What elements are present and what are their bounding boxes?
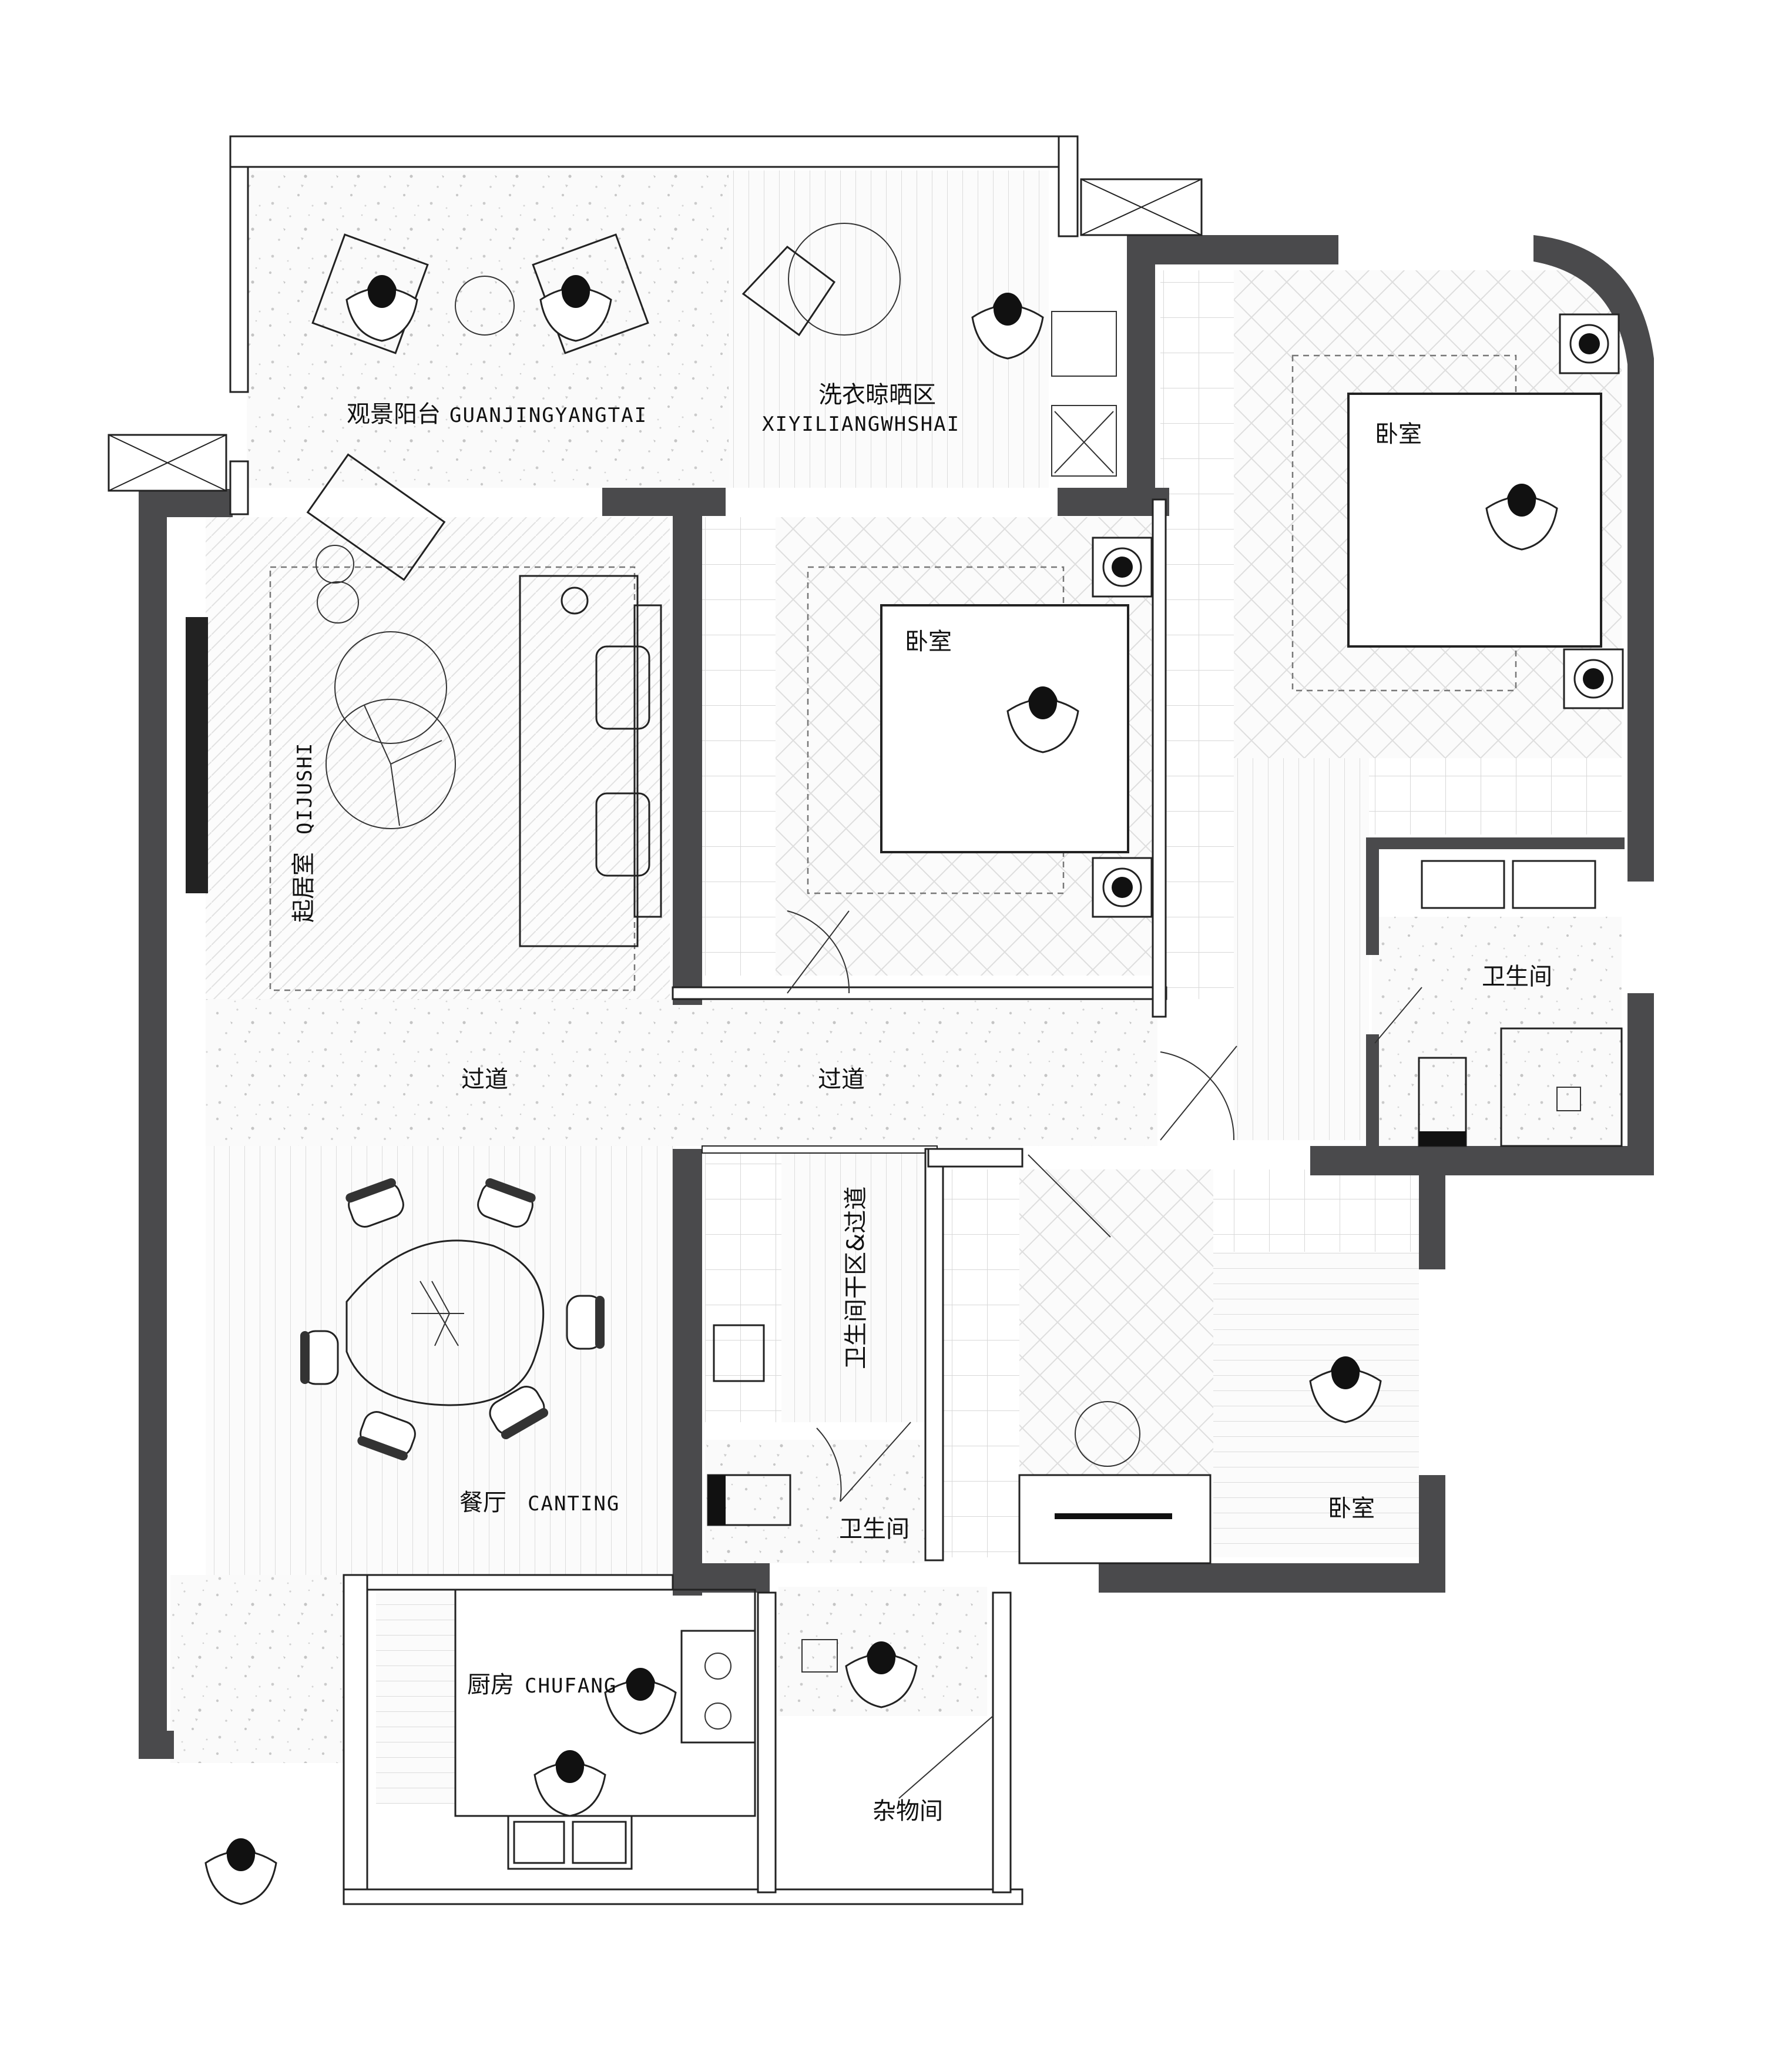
label-kitchen-cn: 厨房 — [467, 1671, 514, 1698]
label-bathroom-center: 卫生间 — [839, 1516, 910, 1543]
label-corridor-right: 过道 — [818, 1066, 865, 1093]
walls — [108, 135, 1654, 1905]
label-laundry-en: XIYILIANGWHSHAI — [762, 413, 960, 436]
label-laundry-cn: 洗衣晾晒区 — [818, 381, 936, 408]
label-dining-en: CANTING — [528, 1492, 620, 1516]
label-living-en: QIJUSHI — [293, 742, 317, 835]
label-balcony-cn: 观景阳台 — [347, 401, 441, 428]
label-corridor-left: 过道 — [461, 1066, 508, 1093]
label-balcony-en: GUANJINGYANGTAI — [449, 404, 647, 427]
furniture — [186, 223, 1624, 1905]
label-storage: 杂物间 — [872, 1798, 943, 1825]
label-bedroom-middle: 卧室 — [905, 628, 952, 655]
label-dining-cn: 餐厅 — [459, 1489, 506, 1516]
label-bedroom-lower: 卧室 — [1328, 1495, 1375, 1522]
label-bedroom-right: 卧室 — [1375, 421, 1422, 448]
label-living-cn: 起居室 — [290, 852, 317, 923]
label-kitchen-en: CHUFANG — [525, 1674, 617, 1698]
room-labels: 观景阳台 GUANJINGYANGTAI 洗衣晾晒区 XIYILIANGWHSH… — [290, 381, 1552, 1825]
label-bath-dry-corridor: 卫生间干区&过道 — [843, 1187, 870, 1369]
label-bathroom-right: 卫生间 — [1482, 963, 1552, 990]
